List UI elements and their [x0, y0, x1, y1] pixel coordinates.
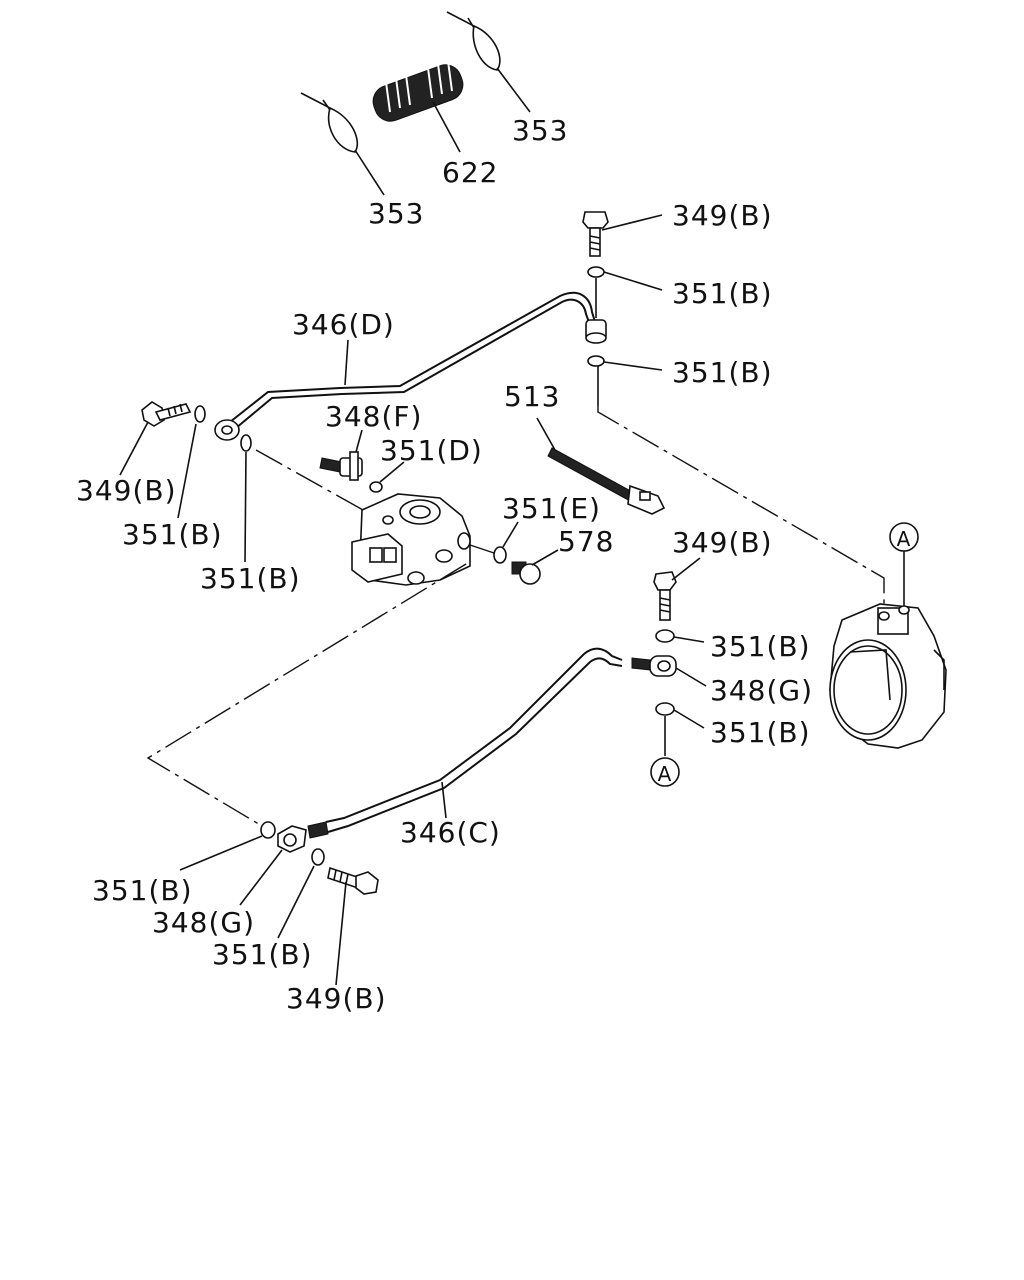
bolt-349b-mid [653, 571, 677, 621]
leader-348g-bot [239, 849, 283, 906]
washer-351b-left2 [240, 434, 252, 452]
leader-351b-mid2 [673, 709, 705, 729]
centerline-top-to-pump [597, 406, 885, 608]
washer-351b-mid2 [655, 702, 675, 716]
valve-block [351, 493, 471, 586]
callout-348f: 348(F) [325, 400, 422, 433]
washer-351b-bot2 [311, 848, 325, 866]
plug-578 [511, 561, 541, 585]
callout-351b-mid1: 351(B) [710, 630, 811, 663]
callout-351e: 351(E) [502, 492, 601, 525]
callout-351b-top1: 351(B) [672, 277, 773, 310]
leader-578 [531, 549, 559, 566]
hose-622 [372, 60, 464, 122]
clamp-353-left [300, 92, 359, 153]
callout-346d: 346(D) [292, 308, 395, 341]
callout-351b-left1: 351(B) [122, 518, 223, 551]
washer-351b-mid1 [655, 629, 675, 643]
leader-349b-top [601, 214, 663, 231]
bolt-349b-top [582, 211, 609, 257]
eye-fitting-346d-left [214, 419, 240, 441]
callout-349b-mid: 349(B) [672, 526, 773, 559]
leader-346d [344, 339, 349, 386]
leader-348g-right [675, 667, 707, 687]
washer-351b-left1 [194, 405, 206, 423]
ref-letter-a-lower: A [658, 762, 673, 786]
leader-349b-bot [335, 881, 347, 986]
fitting-348g-right [631, 655, 677, 677]
washer-351e [493, 546, 507, 564]
leader-351d [379, 461, 405, 483]
callout-348g-bot: 348(G) [152, 906, 255, 939]
leader-351b-bot1 [179, 835, 263, 871]
leader-348f [355, 429, 363, 453]
callout-351d: 351(D) [380, 434, 483, 467]
clip-513 [547, 447, 666, 515]
pipe-346c [325, 647, 623, 833]
bolt-349b-bot [327, 866, 379, 895]
pipe-346c-end-left [307, 821, 329, 839]
fitting-348f [319, 451, 363, 481]
leader-351b-bot2 [277, 865, 315, 939]
callout-346c: 346(C) [400, 816, 501, 849]
clamp-353-top [446, 11, 501, 71]
eye-fitting-346d-right [585, 319, 607, 344]
callout-513: 513 [504, 380, 560, 413]
callout-351b-left2: 351(B) [200, 562, 301, 595]
callout-351b-mid2: 351(B) [710, 716, 811, 749]
leader-622 [432, 101, 461, 153]
callout-353-top: 353 [512, 114, 568, 147]
washer-351d [369, 481, 383, 493]
callout-622: 622 [442, 156, 498, 189]
leader-353-left [354, 149, 385, 196]
ref-circle-a-lower [650, 757, 680, 787]
leader-349b-left [119, 421, 149, 476]
pump-body [829, 603, 947, 749]
callout-353-left: 353 [368, 197, 424, 230]
callout-349b-left: 349(B) [76, 474, 177, 507]
leader-351b-mid1 [673, 636, 705, 643]
callout-351b-bot2: 351(B) [212, 938, 313, 971]
leader-351e [502, 521, 519, 548]
leader-351b-top2 [603, 361, 663, 371]
callout-578: 578 [558, 525, 614, 558]
leader-351b-left1 [177, 423, 197, 519]
leader-346c [441, 781, 447, 819]
centerline-valve-to-lower [146, 563, 467, 827]
washer-351b-bot1 [260, 821, 276, 839]
callout-351b-top2: 351(B) [672, 356, 773, 389]
pipe-346d [229, 291, 597, 429]
callout-351b-bot1: 351(B) [92, 874, 193, 907]
centerline-valve-washer [469, 544, 495, 554]
leader-513 [536, 417, 556, 451]
leader-353-top [496, 67, 531, 113]
fitting-348g-bot [277, 825, 307, 853]
leader-351b-top1 [603, 271, 663, 291]
washer-351b-top1 [587, 266, 605, 278]
washer-351b-top2 [587, 355, 605, 367]
leader-349b-mid [671, 557, 701, 581]
callout-348g-right: 348(G) [710, 674, 813, 707]
centerline-left-valve [255, 449, 373, 516]
leader-351b-left2 [244, 451, 247, 563]
callout-349b-bot: 349(B) [286, 982, 387, 1015]
ref-letter-a-pump: A [897, 527, 912, 551]
bolt-349b-left [141, 401, 192, 427]
callout-349b-top: 349(B) [672, 199, 773, 232]
